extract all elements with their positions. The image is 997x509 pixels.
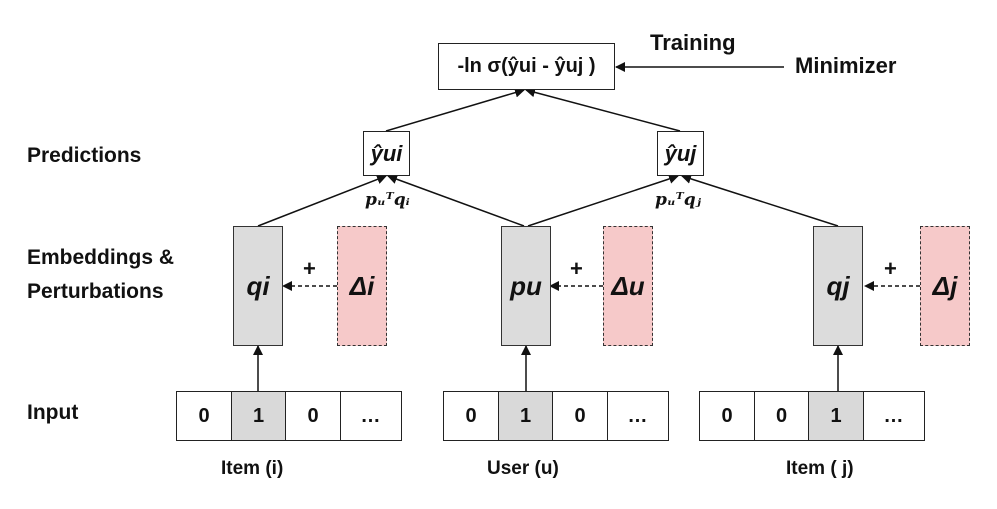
embedding-user-label: pu — [510, 270, 542, 301]
input-cell-active: 1 — [230, 391, 287, 441]
minimizer-label: Minimizer — [795, 53, 897, 78]
input-vector-item-i: 0 1 0 … — [176, 391, 402, 441]
perturbation-item-j-label: Δj — [932, 270, 958, 301]
plus-sign-u: + — [570, 256, 583, 281]
objective-box: -ln σ(ŷui - ŷuj ) — [438, 43, 615, 90]
pu-to-pred-ui — [387, 174, 525, 227]
perturbation-user: Δu — [603, 226, 653, 346]
input-vector-user: 0 1 0 … — [443, 391, 669, 441]
row-label-perturbations: Perturbations — [27, 280, 164, 303]
row-label-predictions: Predictions — [27, 144, 142, 167]
row-label-input: Input — [27, 401, 79, 424]
input-cell: 0 — [699, 391, 755, 441]
caption-item-i: Item (i) — [221, 458, 284, 479]
input-cell: 0 — [552, 391, 608, 441]
qi-to-pred-ui — [257, 174, 387, 227]
qj-to-pred-uj — [681, 173, 839, 227]
pu-to-pred-uj — [527, 174, 679, 227]
input-vector-item-j: 0 0 1 … — [699, 391, 925, 441]
input-cell-active: 1 — [808, 391, 864, 441]
embedding-user: pu — [501, 226, 551, 346]
input-cell-ellipsis: … — [606, 391, 669, 441]
input-cell: 0 — [443, 391, 499, 441]
pred-uj-to-objective — [525, 87, 681, 132]
caption-user: User (u) — [487, 458, 559, 479]
prediction-ui-label: ŷui — [370, 140, 403, 166]
perturbation-item-i: Δi — [337, 226, 387, 346]
embedding-item-j: qj — [813, 226, 863, 346]
dot-product-uj: pᵤᵀqⱼ — [655, 190, 701, 210]
prediction-ui-box: ŷui — [363, 131, 410, 176]
input-cell: 0 — [753, 391, 810, 441]
perturbation-user-label: Δu — [611, 270, 645, 301]
prediction-uj-box: ŷuj — [657, 131, 704, 176]
input-cell-ellipsis: … — [862, 391, 925, 441]
embedding-item-j-label: qj — [826, 270, 850, 301]
objective-formula: -ln σ(ŷui - ŷuj ) — [457, 55, 596, 77]
input-cell: 0 — [285, 391, 341, 441]
caption-item-j: Item ( j) — [786, 458, 854, 479]
input-cell: 0 — [176, 391, 232, 441]
embedding-item-i-label: qi — [246, 270, 270, 301]
perturbation-item-j: Δj — [920, 226, 970, 346]
embedding-item-i: qi — [233, 226, 283, 346]
dot-product-ui: pᵤᵀqᵢ — [365, 190, 410, 210]
plus-sign-i: + — [303, 256, 316, 281]
prediction-uj-label: ŷuj — [664, 140, 697, 166]
training-label: Training — [650, 30, 736, 55]
input-cell-ellipsis: … — [339, 391, 402, 441]
row-label-embeddings: Embeddings & — [27, 246, 175, 269]
pred-ui-to-objective — [385, 87, 525, 132]
perturbation-item-i-label: Δi — [349, 270, 375, 301]
input-cell-active: 1 — [497, 391, 554, 441]
plus-sign-j: + — [884, 256, 897, 281]
